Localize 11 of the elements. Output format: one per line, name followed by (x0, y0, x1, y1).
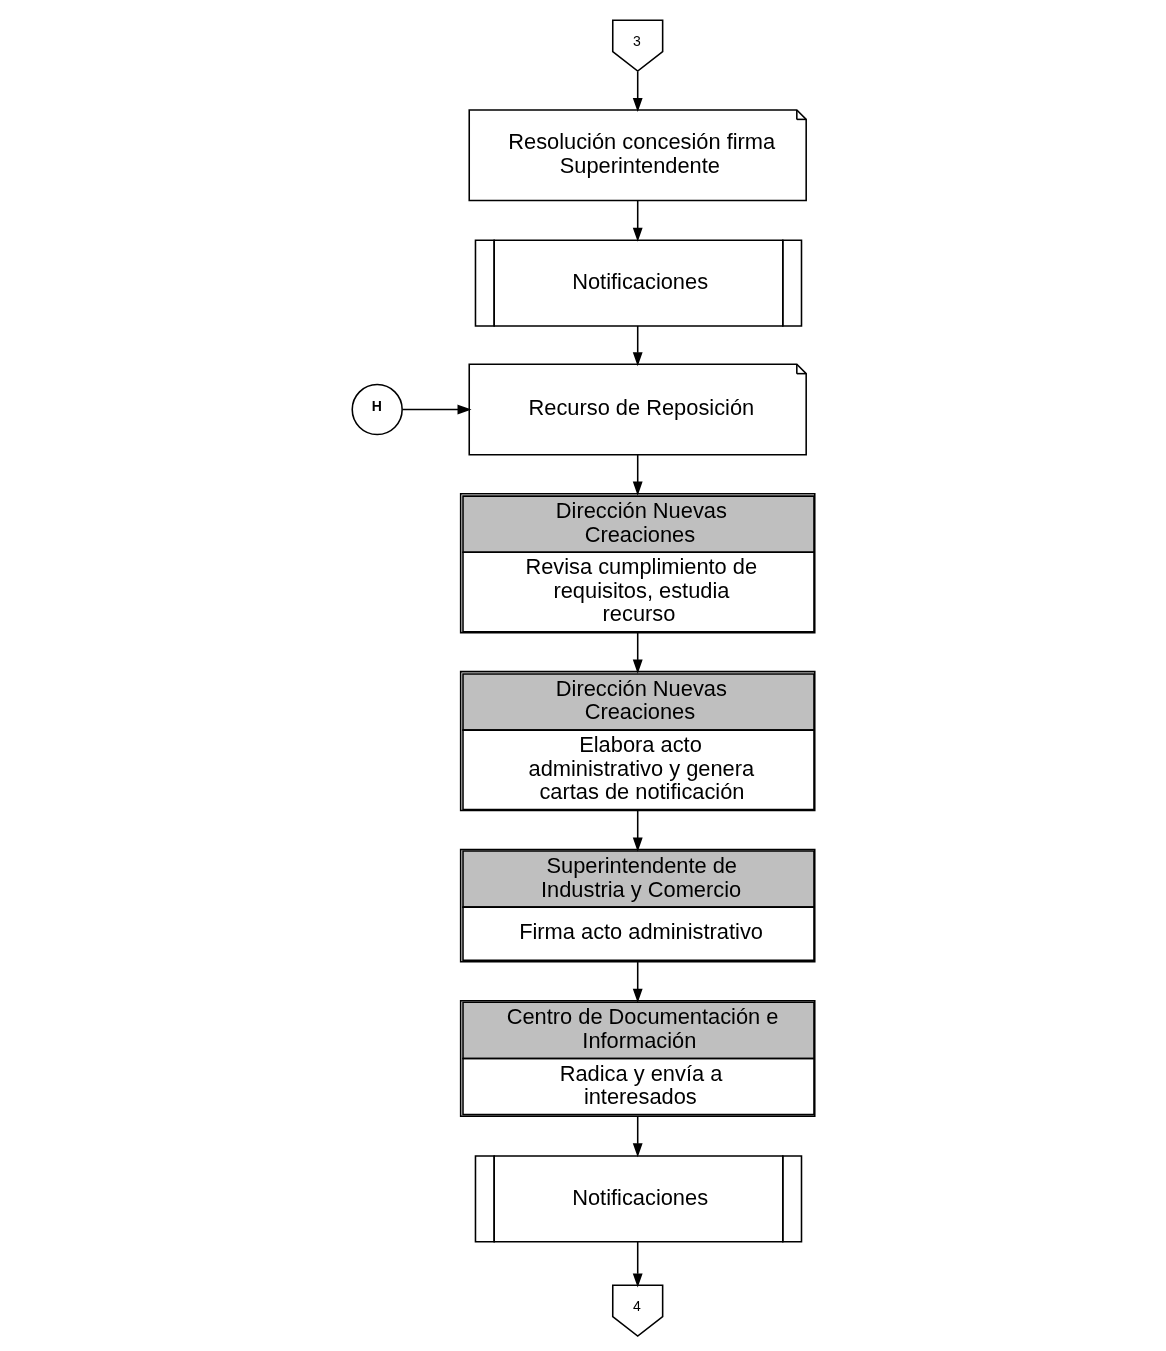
node-circle: H (350, 383, 403, 436)
arrow (632, 200, 643, 242)
arrow (632, 454, 643, 496)
arrow (632, 1240, 643, 1288)
arrow (632, 632, 643, 674)
arrow (401, 404, 472, 415)
arrow (632, 1115, 643, 1158)
arrow (632, 70, 643, 112)
arrow (632, 809, 643, 852)
arrow (632, 961, 643, 1003)
arrow (632, 325, 643, 367)
